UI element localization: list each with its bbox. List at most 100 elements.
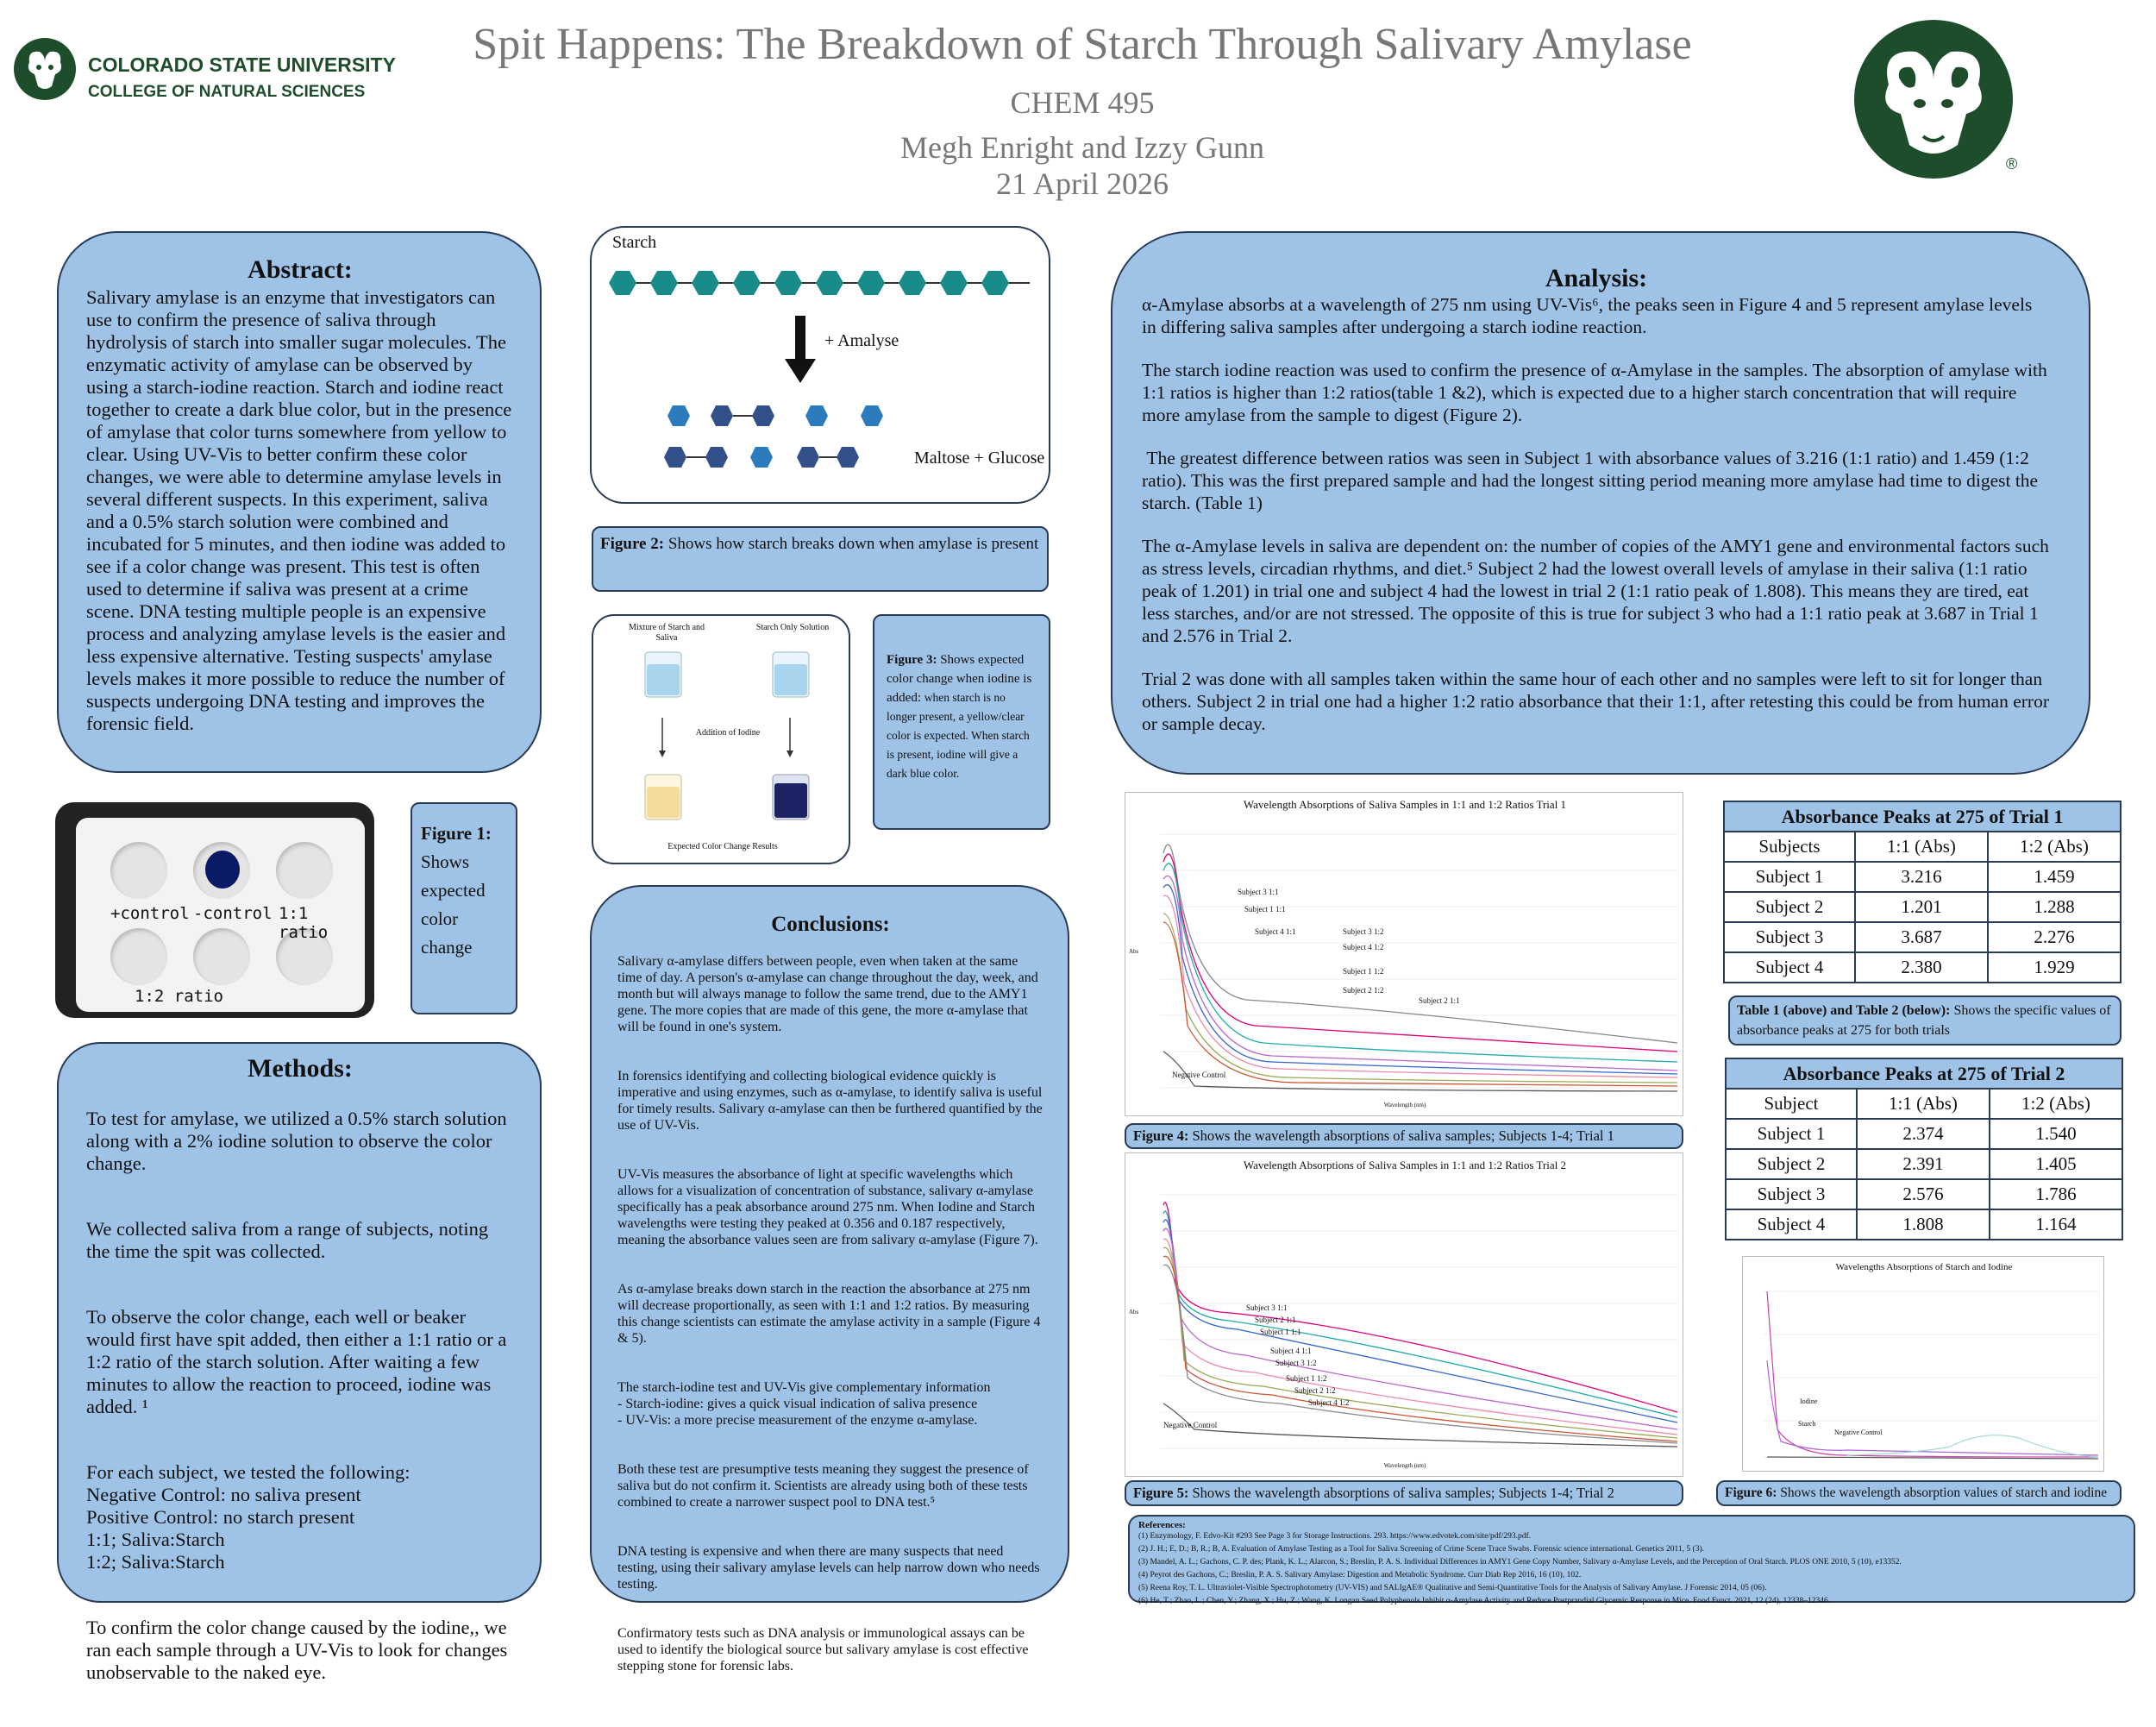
figure4-xlabel: Wavelength (nm) <box>1383 1102 1426 1108</box>
reference-item: (5) Reena Roy, T. L. Ultraviolet-Visible… <box>1138 1584 1767 1592</box>
conclusions-paragraph: UV-Vis measures the absorbance of light … <box>617 1167 1038 1247</box>
analysis-paragraph: α-Amylase absorbs at a wavelength of 275… <box>1142 294 2033 337</box>
analysis-heading: Analysis: <box>1545 264 1648 292</box>
beaker-light-blue-icon <box>644 651 682 698</box>
ram-head-icon <box>1854 20 2013 179</box>
starch-label: Starch <box>612 233 657 252</box>
table1-header: 1:1 (Abs) <box>1853 831 1989 863</box>
label-1-1-ratio: 1:1 ratio <box>279 904 329 942</box>
figure2-caption-text: Shows how starch breaks down when amylas… <box>667 535 1039 553</box>
references-panel: References: (1) Enzymology, F. Edvo-Kit … <box>1128 1515 2135 1605</box>
well <box>276 842 333 899</box>
starch-only-label: Starch Only Solution <box>755 623 830 632</box>
table-caption-text: Shows the specific values of absorbance … <box>1737 1003 2111 1038</box>
table-caption-bold: Table 1 (above) and Table 2 (below): <box>1737 1003 1951 1018</box>
well-plate: +control -control 1:1 ratio 1:2 ratio <box>76 818 365 1012</box>
methods-panel: Methods: To test for amylase, we utilize… <box>57 1042 542 1683</box>
figure6-chart-title: Wavelengths Absorptions of Starch and Io… <box>1835 1262 2013 1272</box>
figure5-plot <box>1160 1194 1678 1449</box>
figure4-caption: Figure 4: Shows the wavelength absorptio… <box>1125 1123 1683 1149</box>
analysis-paragraph: Trial 2 was done with all samples taken … <box>1142 669 2049 734</box>
analysis-panel: Analysis: α-Amylase absorbs at a wavelen… <box>1111 231 2090 775</box>
figure4-plot <box>1160 833 1678 1092</box>
university-name: COLORADO STATE UNIVERSITY <box>88 53 396 76</box>
conclusions-paragraph: Salivary α-amylase differs between peopl… <box>617 954 1038 1034</box>
poster-title: Spit Happens: The Breakdown of Starch Th… <box>473 20 1692 69</box>
figure3-caption-text: Shows expected color change when iodine … <box>887 653 1032 705</box>
figure6-plot <box>1764 1291 2099 1460</box>
figure3-caption-detail: when starch is no longer present, a yell… <box>887 691 1030 780</box>
figure1-caption: Figure 1: Shows expected color change <box>411 802 517 1014</box>
ram-icon <box>14 38 76 100</box>
sugar-products-icon <box>664 405 883 468</box>
figure6-label: Negative Control <box>1834 1429 1883 1436</box>
figure6-caption-bold: Figure 6: <box>1725 1485 1777 1500</box>
figure5-label: Negative Control <box>1163 1421 1218 1429</box>
figure5-label: Subject 2 1:1 <box>1255 1316 1296 1324</box>
arrow-down-icon <box>785 316 816 383</box>
methods-paragraph: To test for amylase, we utilized a 0.5% … <box>86 1108 507 1174</box>
figure2-caption-bold: Figure 2: <box>600 535 665 553</box>
figure4-label: Subject 2 1:2 <box>1343 986 1384 995</box>
figure5-chart: Wavelength Absorptions of Saliva Samples… <box>1125 1152 1683 1477</box>
figure6-chart: Wavelengths Absorptions of Starch and Io… <box>1742 1256 2104 1472</box>
college-name: COLLEGE OF NATURAL SCIENCES <box>88 83 366 101</box>
conclusions-heading: Conclusions: <box>771 913 890 936</box>
date: 21 April 2026 <box>995 166 1169 201</box>
table1-title: Absorbance Peaks at 275 of Trial 1 <box>1723 801 2122 832</box>
methods-paragraph: To observe the color change, each well o… <box>86 1306 507 1417</box>
analysis-paragraph: The greatest difference between ratios w… <box>1142 448 2043 513</box>
abstract-text: Salivary amylase is an enzyme that inves… <box>86 286 512 734</box>
methods-paragraph: To confirm the color change caused by th… <box>86 1617 508 1683</box>
table1-header: 1:2 (Abs) <box>1986 831 2122 863</box>
well <box>110 928 167 985</box>
reference-item: (4) Peyrot des Gachons, C.; Breslin, P. … <box>1138 1571 1582 1579</box>
table1-header: Subjects <box>1723 831 1856 863</box>
figure4-ylabel: Abs <box>1129 948 1139 955</box>
csu-logo: COLORADO STATE UNIVERSITY COLLEGE OF NAT… <box>12 35 400 104</box>
figure3-caption: Figure 3: Shows expected color change wh… <box>873 614 1050 830</box>
well <box>276 928 333 985</box>
figure6-caption-text: Shows the wavelength absorption values o… <box>1780 1485 2108 1500</box>
figure6-label: Starch <box>1798 1420 1816 1428</box>
methods-heading: Methods: <box>248 1054 353 1083</box>
figure5-caption: Figure 5: Shows the wavelength absorptio… <box>1125 1480 1683 1506</box>
conclusions-paragraph: The starch-iodine test and UV-Vis give c… <box>617 1380 991 1428</box>
iodine-label: Addition of Iodine <box>695 728 761 738</box>
figure5-label: Subject 3 1:1 <box>1246 1303 1288 1312</box>
figure4-label: Subject 4 1:1 <box>1255 927 1296 936</box>
figure5-ylabel: Abs <box>1129 1309 1139 1316</box>
figure5-label: Subject 4 1:1 <box>1270 1347 1312 1355</box>
course-name: CHEM 495 <box>1010 85 1155 120</box>
reference-item: (3) Mandel, A. L.; Gachons, C. P. des; P… <box>1138 1558 1902 1567</box>
registered-mark: ® <box>2006 155 2018 173</box>
figure5-label: Subject 1 1:2 <box>1286 1374 1327 1383</box>
figure5-caption-text: Shows the wavelength absorptions of sali… <box>1192 1485 1614 1501</box>
figure3-caption-bold: Figure 3: <box>887 653 937 667</box>
mix-label: Mixture of Starch and Saliva <box>628 623 705 643</box>
starch-chain-icon <box>609 271 1030 295</box>
methods-paragraph: For each subject, we tested the followin… <box>86 1461 411 1573</box>
amylase-label: + Amalyse <box>824 331 899 350</box>
conclusions-paragraph: As α-amylase breaks down starch in the r… <box>617 1282 1041 1346</box>
figure4-chart: Wavelength Absorptions of Saliva Samples… <box>1125 792 1683 1116</box>
figure5-label: Subject 3 1:2 <box>1275 1359 1317 1367</box>
figure4-label: Subject 2 1:1 <box>1419 996 1460 1005</box>
figure5-caption-bold: Figure 5: <box>1133 1485 1189 1501</box>
figure4-label: Subject 1 1:1 <box>1244 905 1286 914</box>
figure4-label: Subject 3 1:2 <box>1343 927 1384 936</box>
well <box>110 842 167 899</box>
figure4-label: Subject 1 1:2 <box>1343 967 1384 976</box>
figure2-caption: Figure 2: Shows how starch breaks down w… <box>592 526 1049 592</box>
figure5-label: Subject 2 1:2 <box>1294 1386 1336 1395</box>
result-label: Expected Color Change Results <box>667 842 778 851</box>
label-1-2-ratio: 1:2 ratio <box>135 987 223 1006</box>
label-negative-control: -control <box>193 904 273 923</box>
ram-logo: ® <box>1854 17 2027 181</box>
analysis-paragraph: The starch iodine reaction was used to c… <box>1142 360 2047 425</box>
table-caption: Table 1 (above) and Table 2 (below): Sho… <box>1728 995 2122 1046</box>
